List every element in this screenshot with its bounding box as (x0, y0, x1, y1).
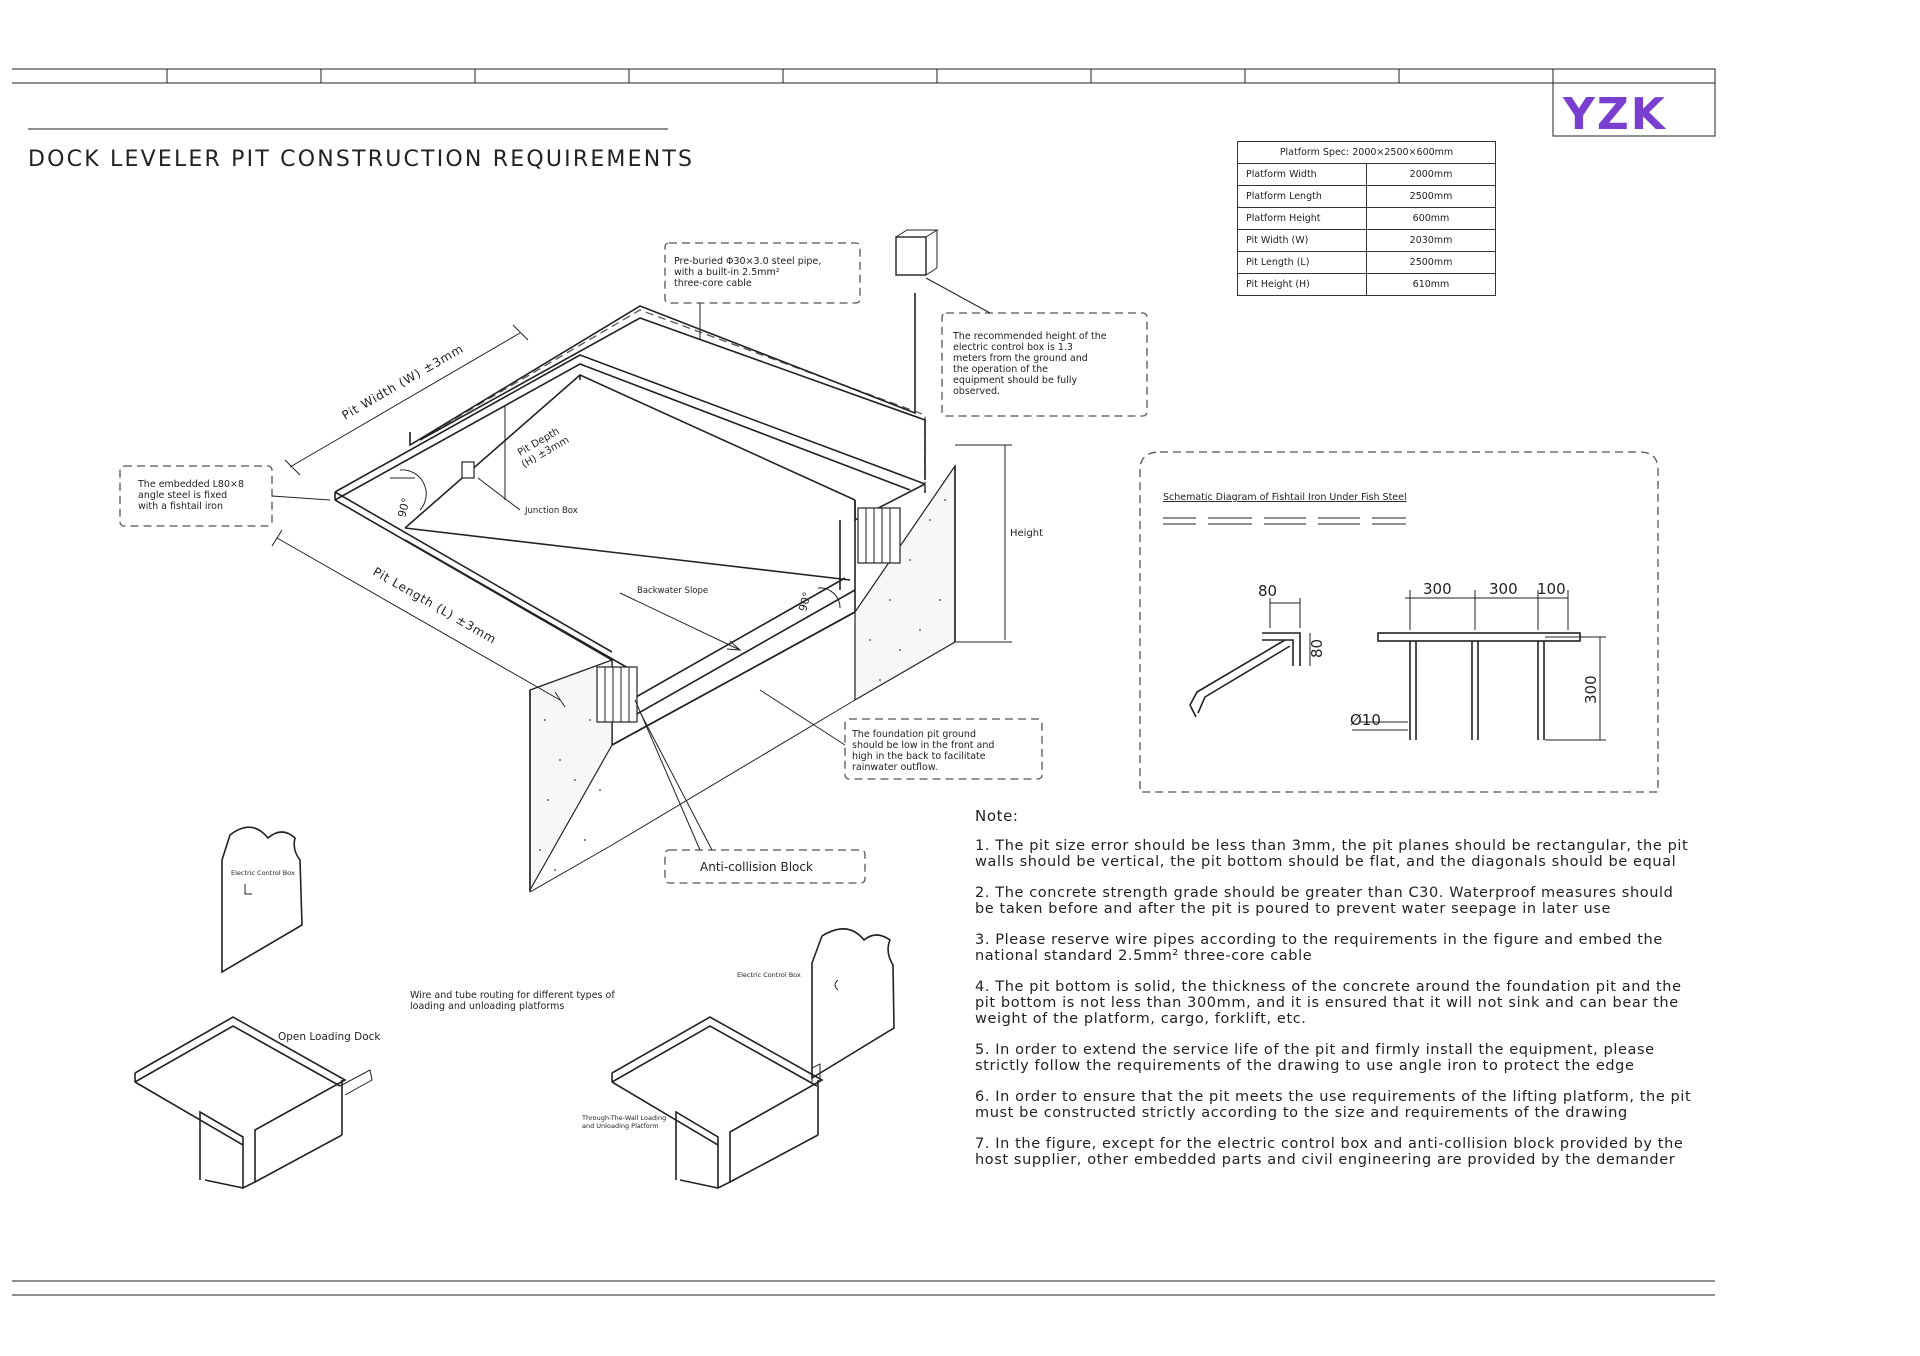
steel-pipe-line-3: three-core cable (674, 278, 752, 289)
steel-pipe-line-1: Pre-buried Φ30×3.0 steel pipe, (674, 256, 821, 267)
through-wall-drawing: Through-The-Wall Loading and Unloading P… (581, 1016, 824, 1190)
angle-steel-line-1: The embedded L80×8 (137, 479, 244, 490)
spec-value: 610mm (1366, 273, 1496, 296)
pit-length-label: Pit Length (L) ±3mm (371, 564, 499, 646)
dim-100: 100 (1537, 580, 1566, 598)
spec-row: Pit Width (W) 2030mm (1237, 229, 1496, 252)
note-item: 7. In the figure, except for the electri… (975, 1136, 1684, 1168)
spec-value: 2500mm (1366, 251, 1496, 274)
pit-ground-line-1: The foundation pit ground (851, 729, 976, 740)
angle-label-left: 90° (395, 497, 413, 519)
spec-row: Pit Height (H) 610mm (1237, 273, 1496, 296)
spec-label: Platform Length (1237, 185, 1367, 208)
spec-label: Pit Height (H) (1237, 273, 1367, 296)
box-height-line-1: The recommended height of the (952, 331, 1107, 342)
spec-value: 2500mm (1366, 185, 1496, 208)
dim-300-b: 300 (1489, 580, 1518, 598)
routing-caption-line-2: loading and unloading platforms (410, 1001, 564, 1012)
angle-steel-line-3: with a fishtail iron (138, 501, 223, 512)
junction-box-label: Junction Box (524, 506, 578, 516)
through-wall-label-1: Through-The-Wall Loading (581, 1114, 666, 1122)
brand-logo: YZK (1563, 89, 1667, 140)
notes-section: Note: 1. The pit size error should be le… (975, 808, 1695, 1183)
spec-table-header: Platform Spec: 2000×2500×600mm (1237, 141, 1496, 164)
spec-row: Platform Length 2500mm (1237, 185, 1496, 208)
box-height-line-4: the operation of the (953, 364, 1048, 375)
callout-pit-ground: The foundation pit ground should be low … (759, 689, 1043, 780)
control-box-drawing-1: Electric Control Box (221, 826, 303, 974)
page-title: DOCK LEVELER PIT CONSTRUCTION REQUIREMEN… (28, 147, 694, 172)
routing-caption-line-1: Wire and tube routing for different type… (410, 990, 615, 1001)
spec-label: Pit Length (L) (1237, 251, 1367, 274)
note-item: 3. Please reserve wire pipes according t… (975, 932, 1663, 964)
fishtail-schematic: Schematic Diagram of Fishtail Iron Under… (1139, 451, 1659, 793)
spec-label: Platform Width (1237, 163, 1367, 186)
electric-control-box-label-1: Electric Control Box (231, 869, 295, 877)
open-loading-dock-drawing: Open Loading Dock (134, 1016, 381, 1190)
top-frame (12, 68, 1716, 137)
note-item: 6. In order to ensure that the pit meets… (975, 1089, 1692, 1121)
callout-angle-steel: The embedded L80×8 angle steel is fixed … (119, 465, 331, 527)
steel-pipe-line-2: with a built-in 2.5mm² (674, 267, 780, 278)
pit-width-label: Pit Width (W) ±3mm (340, 341, 467, 422)
spec-row: Pit Length (L) 2500mm (1237, 251, 1496, 274)
dim-80-side: 80 (1308, 639, 1326, 658)
box-height-line-2: electric control box is 1.3 (953, 342, 1073, 353)
callout-control-box-height: The recommended height of the electric c… (925, 277, 1148, 417)
note-item: 2. The concrete strength grade should be… (975, 885, 1674, 917)
note-item: 4. The pit bottom is solid, the thicknes… (975, 979, 1682, 1027)
pit-isometric (271, 229, 1012, 893)
control-box-drawing-2: Electric Control Box (737, 928, 895, 1080)
notes-heading: Note: (975, 807, 1019, 825)
dim-300-vertical: 300 (1582, 675, 1600, 704)
spec-table-header-row: Platform Spec: 2000×2500×600mm (1237, 141, 1496, 164)
pit-ground-line-2: should be low in the front and (852, 740, 994, 751)
spec-row: Platform Height 600mm (1237, 207, 1496, 230)
spec-value: 2030mm (1366, 229, 1496, 252)
note-item: 1. The pit size error should be less tha… (975, 838, 1689, 870)
spec-label: Pit Width (W) (1237, 229, 1367, 252)
through-wall-label-2: and Unloading Platform (582, 1122, 659, 1130)
pit-ground-line-3: high in the back to facilitate (852, 751, 986, 762)
angle-steel-line-2: angle steel is fixed (138, 490, 227, 501)
box-height-line-6: observed. (953, 386, 1000, 397)
spec-row: Platform Width 2000mm (1237, 163, 1496, 186)
backwater-slope-label: Backwater Slope (637, 586, 708, 596)
fishtail-title: Schematic Diagram of Fishtail Iron Under… (1163, 492, 1407, 503)
box-height-line-3: meters from the ground and (953, 353, 1088, 364)
note-item: 5. In order to extend the service life o… (975, 1042, 1655, 1074)
pit-ground-line-4: rainwater outflow. (852, 762, 938, 773)
spec-value: 600mm (1366, 207, 1496, 230)
dim-diameter-10: Ø10 (1350, 711, 1381, 729)
routing-caption: Wire and tube routing for different type… (410, 990, 615, 1012)
bottom-frame (12, 1280, 1715, 1296)
callout-anti-collision: Anti-collision Block (634, 699, 866, 884)
open-loading-dock-label: Open Loading Dock (278, 1031, 381, 1043)
dim-300-a: 300 (1423, 580, 1452, 598)
spec-table: Platform Spec: 2000×2500×600mm Platform … (1237, 141, 1496, 296)
box-height-line-5: equipment should be fully (953, 375, 1077, 386)
height-label: Height (1010, 528, 1043, 539)
callout-steel-pipe: Pre-buried Φ30×3.0 steel pipe, with a bu… (664, 242, 861, 340)
angle-label-right: 90° (796, 591, 814, 613)
anti-collision-label: Anti-collision Block (700, 860, 813, 874)
dim-80-top: 80 (1258, 582, 1277, 600)
electric-control-box-label-2: Electric Control Box (737, 971, 801, 979)
spec-label: Platform Height (1237, 207, 1367, 230)
spec-value: 2000mm (1366, 163, 1496, 186)
